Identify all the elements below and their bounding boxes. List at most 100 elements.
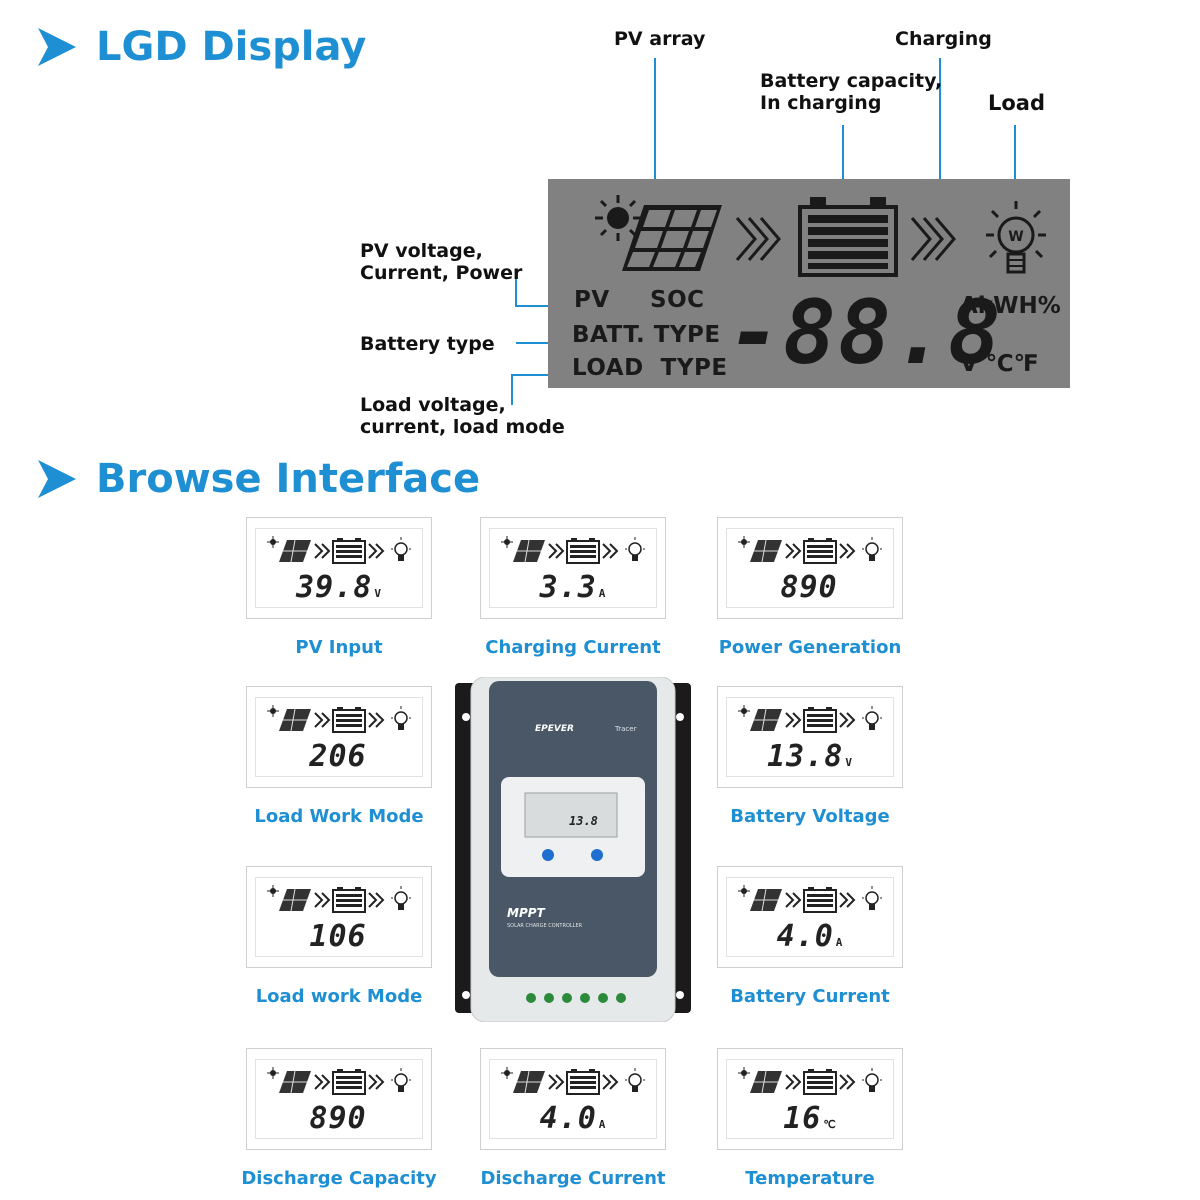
battery-icon [332, 538, 366, 564]
mini-lcd-screen: 206 [246, 686, 432, 788]
mini-lcd-frame [255, 528, 423, 608]
double-chevron-icon [839, 1074, 856, 1090]
mini-lcd-frame [726, 1059, 894, 1139]
mini-lcd-unit: ℃ [823, 1118, 837, 1131]
mini-lcd-frame [255, 877, 423, 957]
battery-icon [332, 707, 366, 733]
solar-panel-icon [279, 888, 311, 912]
browse-screen-caption: Temperature [745, 1168, 875, 1189]
mini-lcd-screen: 106 [246, 866, 432, 968]
mini-lcd-icons [738, 705, 888, 735]
sun-icon [738, 536, 750, 548]
sun-icon [267, 705, 279, 717]
battery-icon [803, 887, 837, 913]
mini-lcd-unit: A [598, 1118, 607, 1131]
browse-interface-title: Browse Interface [36, 456, 480, 502]
mini-lcd-frame [255, 1059, 423, 1139]
device-enter-button[interactable] [591, 849, 603, 861]
double-chevron-icon [839, 892, 856, 908]
charge-controller-device: EPEVER Tracer 13.8 MPPT SOLAR CHARGE CON… [455, 677, 691, 1022]
double-chevron-icon [548, 1074, 565, 1090]
mini-lcd-value: 4.0 [539, 1101, 597, 1136]
callout-load-voltage: Load voltage, current, load mode [360, 394, 565, 438]
mini-lcd-frame [726, 697, 894, 777]
battery-icon [566, 538, 600, 564]
browse-screen-caption: Load work Mode [255, 986, 423, 1007]
callout-pv-array: PV array [614, 28, 706, 50]
lcd-units-top: AkWH% [960, 293, 1061, 319]
double-chevron-icon [314, 892, 331, 908]
device-menu-button[interactable] [542, 849, 554, 861]
bulb-icon [391, 886, 411, 910]
solar-panel-icon [279, 708, 311, 732]
mini-lcd-reading: 16℃ [718, 1101, 902, 1136]
mini-lcd-reading: 206 [247, 739, 431, 774]
callout-battery-capacity: Battery capacity, In charging [760, 70, 943, 114]
battery-icon [803, 1069, 837, 1095]
callout-pv-voltage: PV voltage, Current, Power [360, 240, 523, 284]
double-chevron-icon [839, 543, 856, 559]
bulb-icon [391, 537, 411, 561]
battery-icon [566, 1069, 600, 1095]
sun-icon [501, 1067, 513, 1079]
bulb-icon [391, 706, 411, 730]
browse-screen-card: 206 Load Work Mode [246, 686, 432, 827]
mini-lcd-unit: A [835, 936, 844, 949]
sun-icon [595, 195, 641, 241]
bulb-icon [862, 537, 882, 561]
solar-panel-icon [279, 1070, 311, 1094]
browse-interface-title-text: Browse Interface [96, 456, 481, 502]
mini-lcd-value: 206 [309, 739, 367, 774]
mini-lcd-reading: 106 [247, 919, 431, 954]
mini-lcd-value: 3.3 [539, 570, 597, 605]
mini-lcd-icons [738, 885, 888, 915]
mini-lcd-value: 39.8 [296, 570, 373, 605]
mini-lcd-value: 4.0 [776, 919, 834, 954]
browse-screen-caption: Charging Current [485, 637, 661, 658]
double-chevron-icon [785, 543, 802, 559]
sun-icon [738, 705, 750, 717]
lcd-display-title-text: LGD Display [96, 24, 367, 70]
solar-panel-icon [750, 708, 782, 732]
browse-screen-card: 106 Load work Mode [246, 866, 432, 1007]
solar-panel-icon [513, 539, 545, 563]
bulb-icon [862, 706, 882, 730]
lcd-label-batt-type: BATT. TYPE [572, 322, 721, 348]
browse-screen-caption: Battery Voltage [730, 806, 890, 827]
double-chevron-icon [368, 892, 385, 908]
double-chevron-icon [314, 712, 331, 728]
mini-lcd-icons [501, 536, 651, 566]
sun-icon [267, 885, 279, 897]
double-chevron-icon [368, 543, 385, 559]
double-chevron-icon [314, 543, 331, 559]
sun-icon [738, 885, 750, 897]
mini-lcd-frame [489, 528, 657, 608]
bulb-icon: W [986, 201, 1046, 274]
mini-lcd-reading: 890 [247, 1101, 431, 1136]
solar-panel-icon [622, 205, 722, 271]
lcd-digits: -88.8 [728, 281, 1003, 384]
browse-screen-card: 16℃ Temperature [717, 1048, 903, 1189]
lcd-label-load-type: LOAD TYPE [572, 355, 728, 381]
mini-lcd-icons [267, 885, 417, 915]
mini-lcd-unit: A [598, 587, 607, 600]
battery-icon [332, 887, 366, 913]
mini-lcd-icons [501, 1067, 651, 1097]
mini-lcd-frame [255, 697, 423, 777]
mini-lcd-icons [267, 1067, 417, 1097]
callout-load: Load [988, 91, 1046, 115]
double-chevron-icon [548, 543, 565, 559]
mini-lcd-icons [738, 536, 888, 566]
browse-screen-card: 890 Power Generation [717, 517, 903, 658]
bulb-icon [862, 886, 882, 910]
battery-icon [803, 707, 837, 733]
lcd-label-pv: PV [574, 287, 610, 313]
device-screen-value: 13.8 [569, 814, 598, 828]
